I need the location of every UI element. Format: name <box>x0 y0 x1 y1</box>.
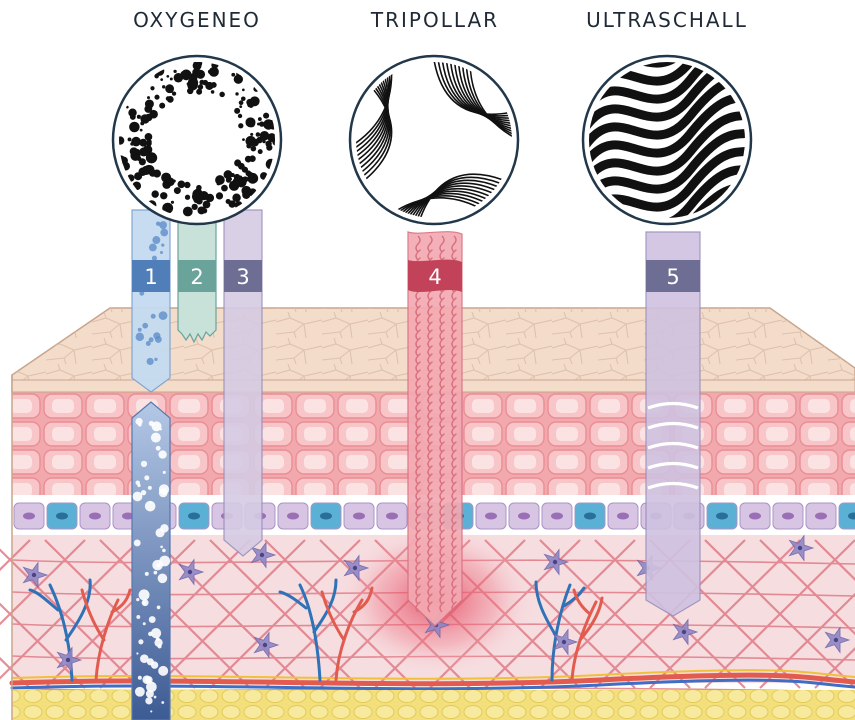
step-number-4: 4 <box>428 265 441 289</box>
step-number-5: 5 <box>666 265 679 289</box>
probe-1 <box>132 210 170 392</box>
step-number-1: 1 <box>144 265 157 289</box>
step-badge-1: 1 <box>132 260 170 292</box>
step-badge-5: 5 <box>646 260 700 292</box>
radiofrequency-pattern-icon <box>350 56 518 224</box>
step-number-2: 2 <box>190 265 203 289</box>
bubbles-pattern-icon <box>113 56 281 224</box>
wave-pattern-icon <box>583 0 760 254</box>
probe-1-deep <box>132 402 170 720</box>
step-number-3: 3 <box>236 265 249 289</box>
step-badge-2: 2 <box>178 260 216 292</box>
step-badge-4: 4 <box>408 260 462 292</box>
step-badge-3: 3 <box>224 260 262 292</box>
